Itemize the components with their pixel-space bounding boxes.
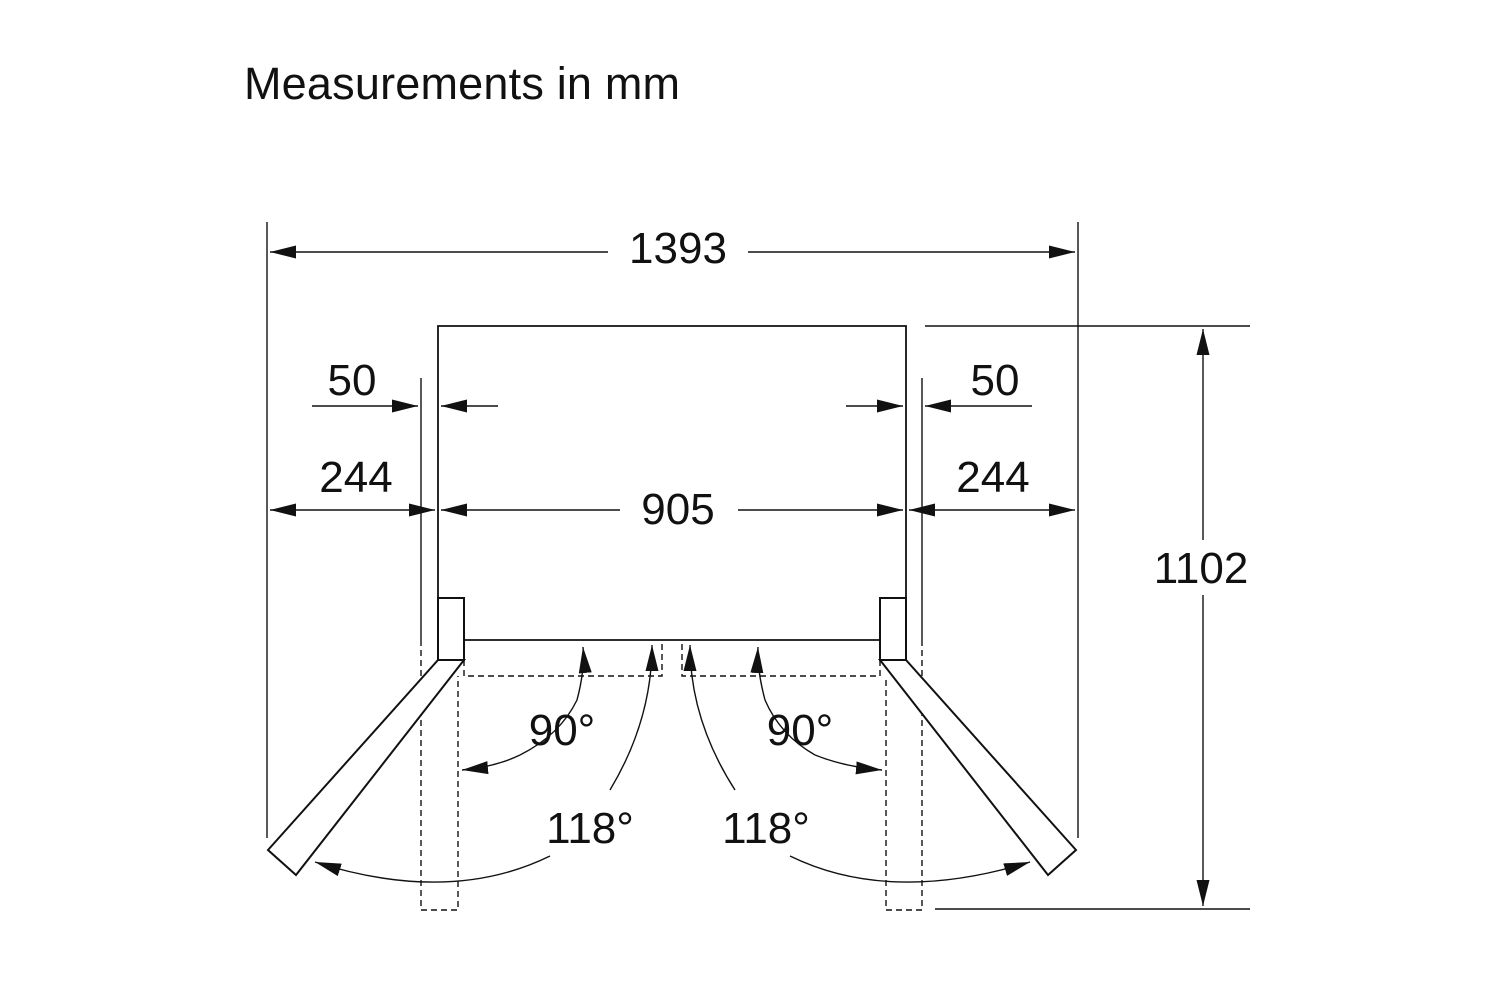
dimension-label-side-right: 244 [956, 453, 1029, 502]
angle-label-left-118: 118° [546, 804, 634, 853]
fridge-body [437, 325, 907, 640]
angle-arc-right-90 [750, 646, 816, 756]
left-door-closed-outline [463, 640, 663, 677]
dimension-label-overall-width: 1393 [629, 224, 727, 273]
angle-arc-right-118 [683, 644, 736, 791]
dimension-label-body-width: 905 [641, 485, 714, 534]
left-hinge [437, 597, 465, 661]
right-door-closed-outline [681, 640, 881, 677]
right-door-open [877, 659, 1078, 877]
angle-label-right-90: 90° [767, 706, 834, 755]
dimension-label-offset-left: 50 [328, 356, 377, 405]
left-door-90-outline [420, 640, 459, 911]
angle-arc-right-90-tail [814, 754, 883, 775]
angle-label-right-118: 118° [722, 804, 810, 853]
dimension-label-offset-right: 50 [971, 356, 1020, 405]
angle-arc-left-90-tail [461, 754, 521, 775]
angle-arc-left-90 [519, 646, 592, 756]
dimension-label-side-left: 244 [319, 453, 392, 502]
dimension-label-depth: 1102 [1154, 544, 1249, 593]
angle-arc-left-118 [609, 644, 659, 791]
angle-arc-right-118-tail [789, 855, 1031, 883]
angle-label-left-90: 90° [529, 706, 596, 755]
left-door-open [266, 659, 467, 877]
angle-arc-left-118-tail [314, 855, 551, 883]
right-door-90-outline [885, 640, 923, 911]
right-hinge [879, 597, 907, 661]
diagram-title: Measurements in mm [244, 58, 681, 109]
